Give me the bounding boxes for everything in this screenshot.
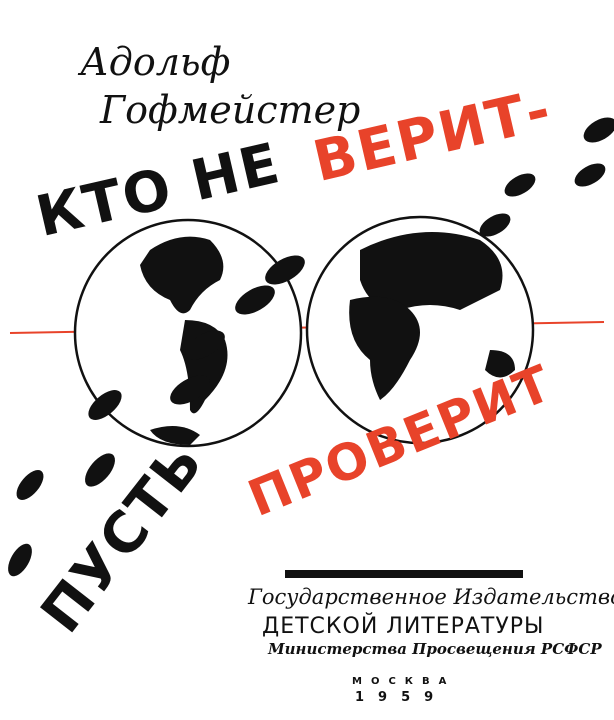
year: 1959 [355,690,448,705]
footprint-icon [88,390,122,420]
footprint-icon [170,375,210,405]
author-last-name: Гофмейстер [100,88,361,132]
divider-bar [285,570,523,578]
globe-eurasia-africa [305,215,535,445]
footprints [8,117,614,577]
footprint-icon [235,285,275,315]
footprint-icon [16,470,44,500]
publisher-line-2: ДЕТСКОЙ ЛИТЕРАТУРЫ [262,614,545,639]
footprint-icon [479,213,511,237]
publisher-line-1: Государственное Издательство [248,585,614,609]
publisher-line-3: Министерства Просвещения РСФСР [268,640,602,658]
globe-americas [73,218,303,448]
city: МОСКВА [352,676,456,687]
footprint-icon [8,543,32,577]
footprint-icon [504,173,536,197]
footprint-icon [583,117,614,143]
footprint-icon [85,453,115,487]
footprint-icon [574,163,606,187]
author-first-name: Адольф [80,40,231,84]
footprint-icon [185,330,225,360]
footprint-icon [265,255,305,285]
